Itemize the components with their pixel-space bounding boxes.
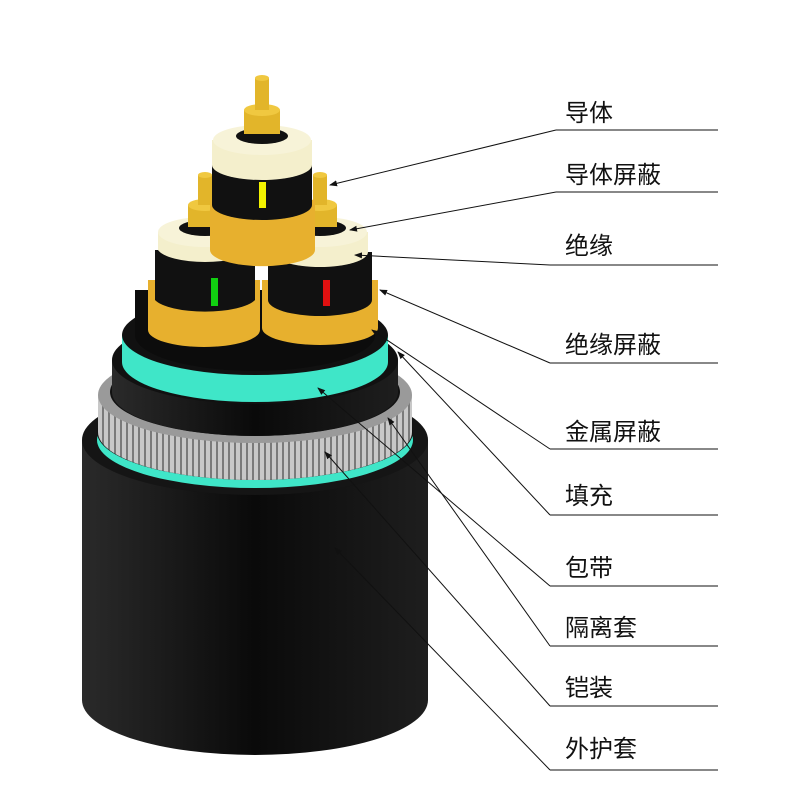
label-metal-screen: 金属屏蔽 bbox=[565, 418, 661, 446]
label-armor: 铠装 bbox=[565, 674, 613, 702]
label-separation-sheath: 隔离套 bbox=[565, 614, 637, 642]
label-insulation-screen: 绝缘屏蔽 bbox=[565, 331, 661, 359]
label-filler: 填充 bbox=[565, 482, 613, 510]
label-conductor-screen: 导体屏蔽 bbox=[565, 161, 661, 189]
label-insulation: 绝缘 bbox=[565, 232, 613, 260]
label-tape: 包带 bbox=[565, 554, 613, 582]
label-conductor: 导体 bbox=[565, 99, 613, 127]
core-yellow bbox=[210, 75, 315, 267]
leader-lines bbox=[317, 129, 557, 771]
label-underlines bbox=[550, 129, 718, 771]
label-outer-sheath: 外护套 bbox=[565, 735, 637, 763]
